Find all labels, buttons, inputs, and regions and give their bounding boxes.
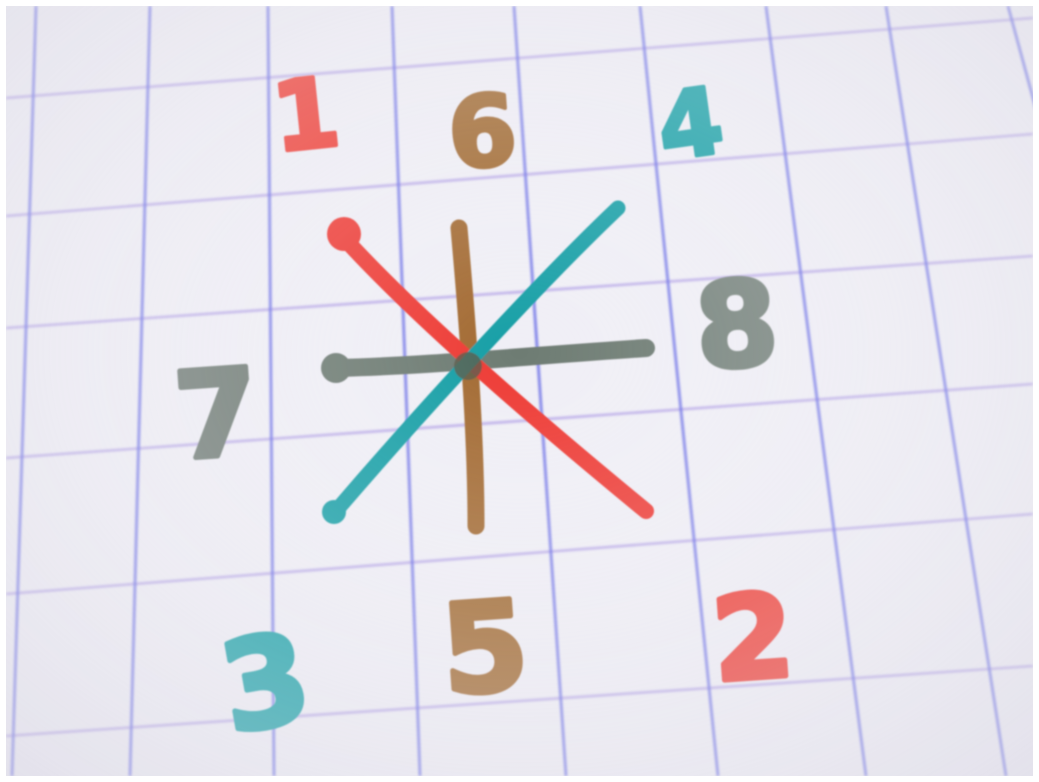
- photo-vignette: [6, 6, 1033, 776]
- grid-paper-drawing: 1 6 4 7 8 3 5 2: [6, 6, 1033, 776]
- notebook-photo: 1 6 4 7 8 3 5 2: [6, 6, 1033, 776]
